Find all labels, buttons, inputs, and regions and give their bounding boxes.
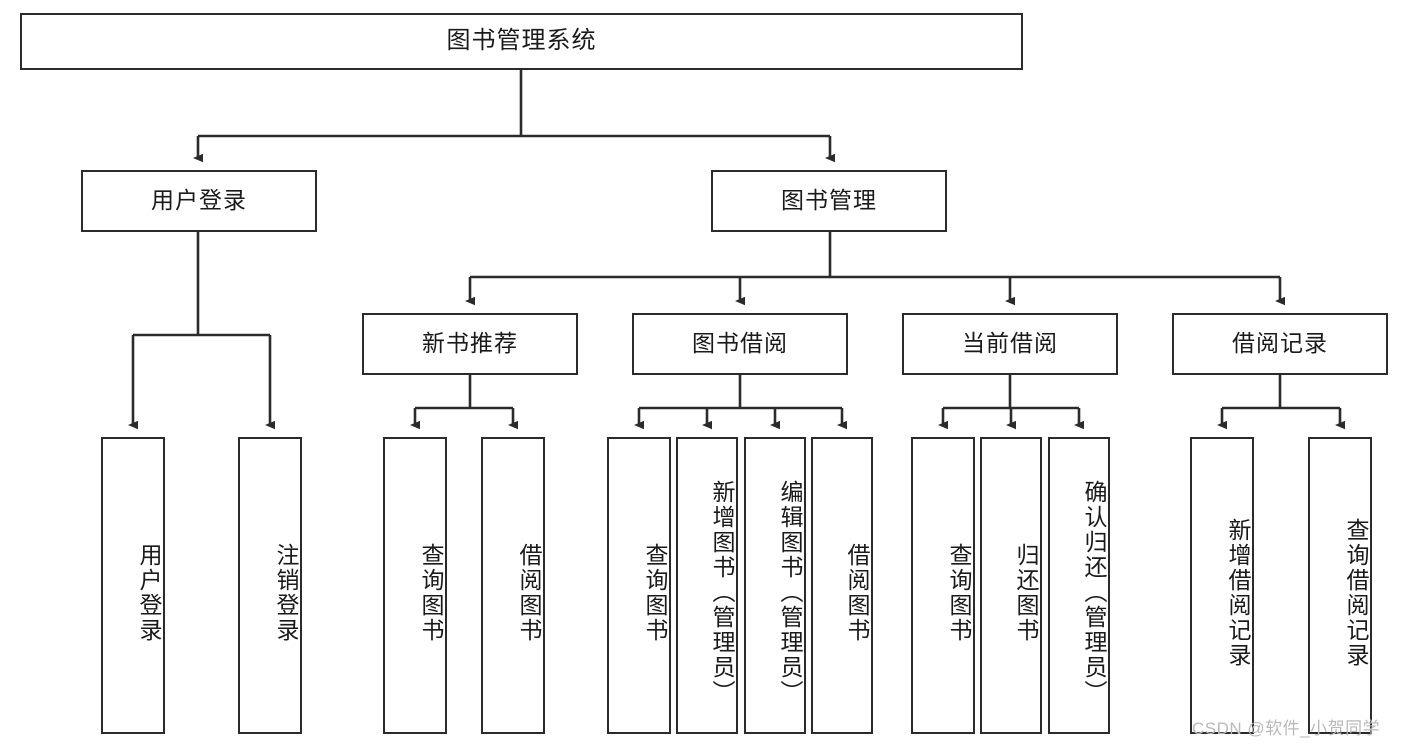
leaf-borrow-record-add-record[interactable]: 新增借阅记录 bbox=[1190, 437, 1254, 734]
leaf-book-borrow-borrow-book[interactable]: 借阅图书 bbox=[811, 437, 873, 734]
leaf-book-borrow-add-book-admin[interactable]: 新增图书（管理员） bbox=[676, 437, 738, 734]
node-current-borrow[interactable]: 当前借阅 bbox=[902, 313, 1118, 375]
leaf-new-book-borrow-book[interactable]: 借阅图书 bbox=[481, 437, 545, 734]
leaf-book-borrow-edit-book-admin[interactable]: 编辑图书（管理员） bbox=[744, 437, 806, 734]
leaf-book-borrow-query-book[interactable]: 查询图书 bbox=[607, 437, 671, 734]
node-root-system[interactable]: 图书管理系统 bbox=[20, 13, 1023, 70]
leaf-user-login-logout[interactable]: 注销登录 bbox=[238, 437, 302, 734]
leaf-current-borrow-confirm-return-admin[interactable]: 确认归还（管理员） bbox=[1048, 437, 1110, 734]
csdn-watermark: CSDN @软件_小贺同学 bbox=[1192, 719, 1381, 738]
node-book-management[interactable]: 图书管理 bbox=[711, 170, 947, 232]
node-user-login[interactable]: 用户登录 bbox=[81, 170, 317, 232]
leaf-current-borrow-return-book[interactable]: 归还图书 bbox=[980, 437, 1042, 734]
node-borrow-record[interactable]: 借阅记录 bbox=[1172, 313, 1388, 375]
node-new-book-recommend[interactable]: 新书推荐 bbox=[362, 313, 578, 375]
leaf-current-borrow-query-book[interactable]: 查询图书 bbox=[911, 437, 975, 734]
node-book-borrow[interactable]: 图书借阅 bbox=[632, 313, 848, 375]
leaf-new-book-query-book[interactable]: 查询图书 bbox=[383, 437, 447, 734]
leaf-borrow-record-query-record[interactable]: 查询借阅记录 bbox=[1308, 437, 1372, 734]
leaf-user-login-login[interactable]: 用户登录 bbox=[101, 437, 165, 734]
